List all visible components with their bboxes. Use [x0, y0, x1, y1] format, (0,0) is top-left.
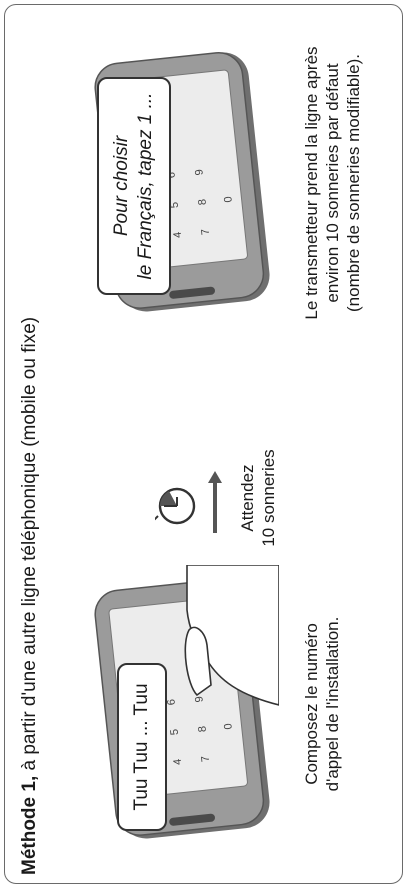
svg-text:8: 8: [196, 725, 209, 732]
svg-text:0: 0: [222, 196, 235, 203]
dial-tone-bubble: Tuu Tuu ... Tuu: [117, 663, 167, 831]
svg-text:5: 5: [169, 728, 182, 735]
svg-text:4: 4: [172, 758, 185, 765]
svg-text:6: 6: [165, 698, 178, 705]
svg-text:7: 7: [200, 755, 213, 762]
svg-text:4: 4: [172, 231, 185, 238]
step2-caption-line1: Attendez: [237, 433, 258, 563]
dial-tone-text: Tuu Tuu ... Tuu: [131, 683, 153, 810]
svg-text:0: 0: [222, 723, 235, 730]
title-method: Méthode 1,: [19, 776, 40, 875]
step1-caption-line1: Composez le numéro: [301, 579, 322, 829]
step1-caption: Composez le numéro d'appel de l'installa…: [301, 579, 343, 829]
svg-text:9: 9: [193, 696, 206, 703]
step1-caption-line2: d'appel de l'installation.: [322, 579, 343, 829]
voice-prompt-line2: le Français, tapez 1 ...: [134, 93, 158, 280]
step3-caption: Le transmetteur prend la ligne après env…: [301, 33, 364, 333]
step3-caption-line2: environ 10 sonneries par défaut: [322, 33, 343, 333]
voice-prompt-line1: Pour choisir: [110, 136, 134, 236]
step3-caption-line1: Le transmetteur prend la ligne après: [301, 33, 322, 333]
step3-caption-line3: (nombre de sonneries modifiable).: [343, 33, 364, 333]
clock-icon: [155, 484, 199, 528]
svg-text:7: 7: [200, 228, 213, 235]
page-title: Méthode 1, à partir d'une autre ligne té…: [19, 317, 41, 875]
rotated-content: Méthode 1, à partir d'une autre ligne té…: [5, 13, 404, 893]
phone-dialing-illustration: 258 147 369 0: [69, 565, 279, 845]
step2-caption-line2: 10 sonneries: [258, 433, 279, 563]
step2-caption: Attendez 10 sonneries: [237, 433, 279, 563]
time-arrow-icon: [205, 469, 225, 533]
svg-text:9: 9: [193, 169, 206, 176]
instruction-frame: Méthode 1, à partir d'une autre ligne té…: [4, 4, 403, 884]
title-description: à partir d'une autre ligne téléphonique …: [19, 317, 40, 776]
svg-text:8: 8: [196, 198, 209, 205]
voice-prompt-bubble: Pour choisir le Français, tapez 1 ...: [97, 77, 171, 295]
